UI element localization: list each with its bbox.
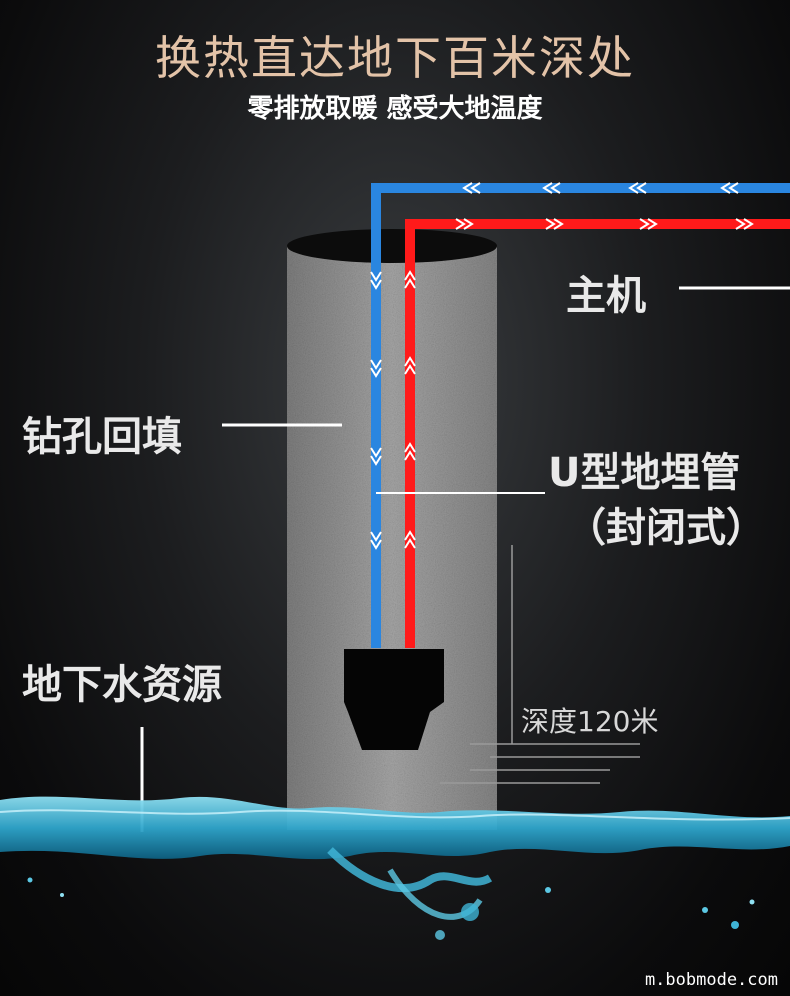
supply-pipe [405, 219, 790, 648]
return-flow-arrows [462, 182, 739, 194]
host-unit-label: 主机 [566, 273, 646, 319]
u-bend-weight [344, 649, 444, 750]
return-pipe [371, 183, 790, 648]
u-pipe-note-label: （封闭式） [566, 505, 766, 551]
page-subtitle: 零排放取暖 感受大地温度 [247, 94, 543, 124]
borehole-opening [287, 229, 497, 263]
supply-flow-arrows [455, 218, 754, 230]
up-flow-arrows [404, 270, 416, 549]
groundwater-water [0, 796, 790, 940]
page-title: 换热直达地下百米深处 [155, 31, 635, 85]
borehole-backfill-label: 钻孔回填 [22, 414, 182, 460]
depth-label: 深度120米 [521, 705, 659, 738]
depth-indicator [440, 545, 640, 784]
groundwater-label: 地下水资源 [22, 662, 222, 708]
watermark: m.bobmode.com [644, 970, 778, 990]
down-flow-arrows [370, 271, 382, 550]
u-pipe-label: U型地埋管 [548, 450, 741, 496]
